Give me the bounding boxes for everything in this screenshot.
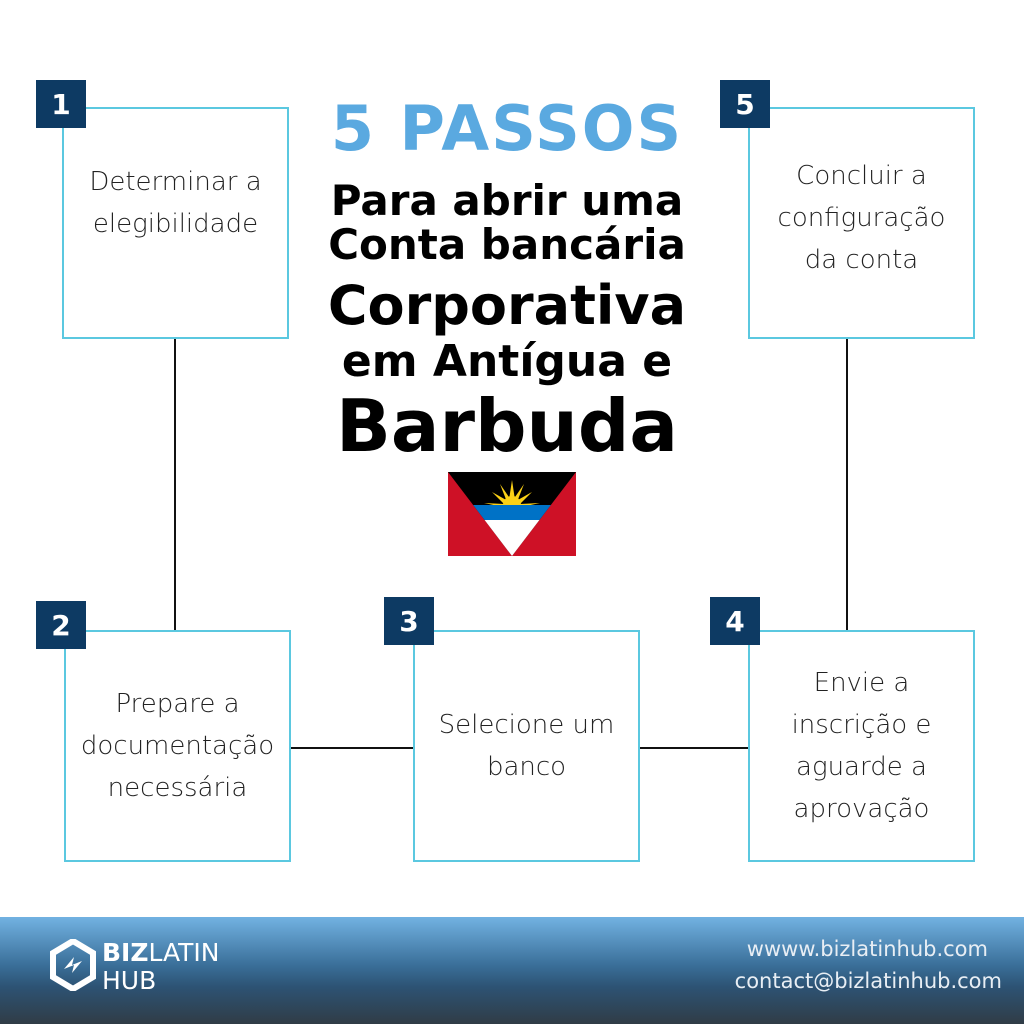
- step-2-badge: 2: [36, 601, 86, 649]
- step-4-box: Envie a inscrição e aguarde a aprovação: [748, 630, 975, 862]
- website-link[interactable]: wwww.bizlatinhub.com: [746, 937, 988, 961]
- step-3-box: Selecione um banco: [413, 630, 640, 862]
- title-line-2: Conta bancária: [328, 220, 686, 269]
- step-3-badge: 3: [384, 597, 434, 645]
- connector-1-2: [174, 339, 176, 630]
- step-5-text: Concluir a configuração da conta: [777, 161, 946, 275]
- step-4-badge: 4: [710, 597, 760, 645]
- step-5-box: Concluir a configuração da conta: [748, 107, 975, 339]
- step-1-badge: 1: [36, 80, 86, 128]
- step-5-badge: 5: [720, 80, 770, 128]
- connector-3-4: [639, 747, 748, 749]
- title-line-3: Corporativa: [327, 274, 687, 337]
- step-4-text: Envie a inscrição e aguarde a aprovação: [791, 668, 932, 824]
- step-2-box: Prepare a documentação necessária: [64, 630, 291, 862]
- logo-text: BIZLATIN HUB: [102, 939, 220, 995]
- title-line-5: Barbuda: [336, 384, 678, 468]
- connector-2-3: [290, 747, 413, 749]
- logo-bold: BIZ: [102, 938, 149, 967]
- title-line-1: Para abrir uma: [330, 176, 684, 225]
- antigua-flag: [448, 472, 576, 556]
- title-line-4: em Antígua e: [341, 336, 673, 387]
- step-3-text: Selecione um banco: [438, 710, 615, 782]
- bizlatinhub-logo-icon: [50, 939, 96, 991]
- logo-line2: HUB: [102, 966, 157, 995]
- heading: 5 PASSOS: [330, 92, 684, 165]
- email-link[interactable]: contact@bizlatinhub.com: [734, 969, 1002, 993]
- step-1-text: Determinar a elegibilidade: [89, 167, 262, 239]
- footer: BIZLATIN HUB wwww.bizlatinhub.com contac…: [0, 917, 1024, 1024]
- logo-light: LATIN: [148, 938, 220, 967]
- connector-5-4: [846, 339, 848, 630]
- step-1-box: Determinar a elegibilidade: [62, 107, 289, 339]
- step-2-text: Prepare a documentação necessária: [80, 689, 275, 803]
